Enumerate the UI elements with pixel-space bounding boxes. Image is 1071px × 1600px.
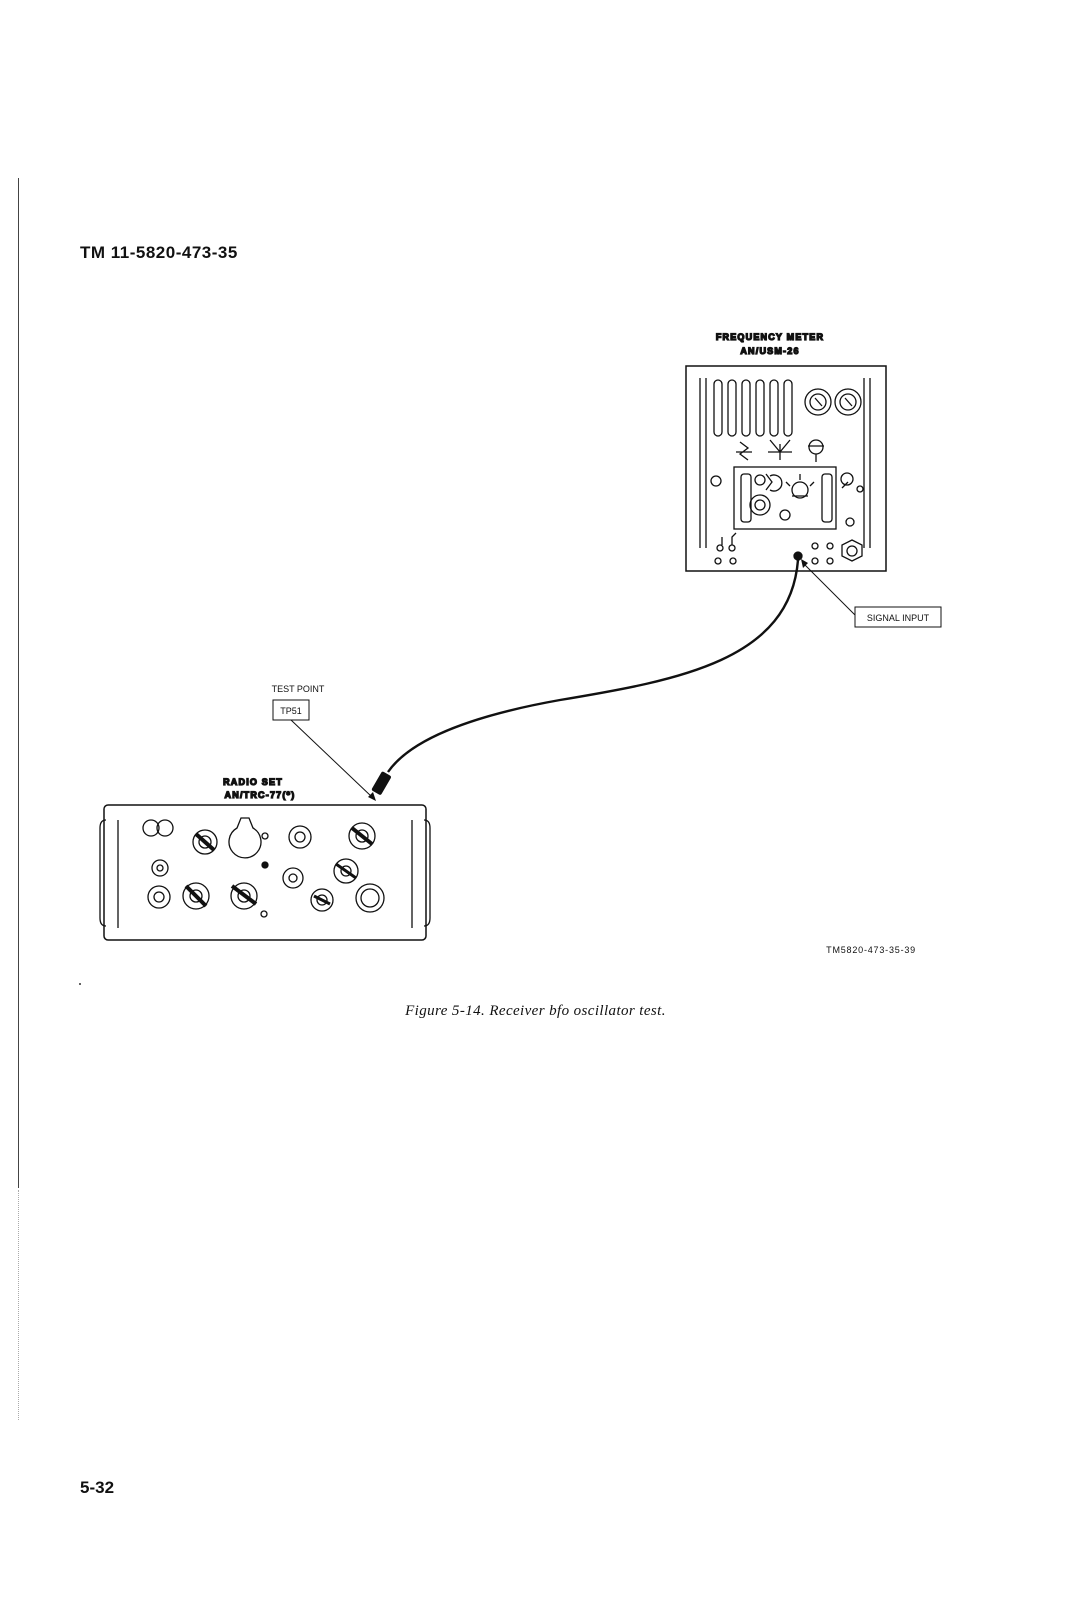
frequency-meter-model: AN/USM-26 [740, 346, 799, 356]
document-id-header: TM 11-5820-473-35 [80, 243, 238, 262]
radio-knob-icon [348, 822, 376, 850]
frequency-meter-label: FREQUENCY METER [716, 332, 824, 342]
meter-dial-icon [804, 388, 862, 416]
page-number: 5-32 [80, 1478, 115, 1497]
meter-knobs-icon [736, 439, 824, 462]
frequency-meter: FREQUENCY METER AN/USM-26 [685, 331, 887, 572]
signal-input-jack [793, 551, 803, 561]
test-cable [387, 559, 800, 773]
signal-input-label: SIGNAL INPUT [867, 613, 930, 623]
test-point-id: TP51 [280, 706, 302, 716]
figure-code: TM5820-473-35-39 [826, 945, 916, 955]
test-point-callout: TEST POINT TP51 [272, 684, 376, 801]
cable-probe [371, 771, 391, 795]
tuning-knob-icon [765, 473, 783, 492]
margin-rule-dotted [18, 1190, 20, 1420]
radio-set-model: AN/TRC-77(*) [225, 790, 296, 800]
radio-knob-icon [192, 829, 218, 855]
scan-speck [79, 983, 81, 985]
indicator-lamp [228, 817, 262, 859]
figure-caption: Figure 5-14. Receiver bfo oscillator tes… [405, 1003, 666, 1019]
radio-knob-icon [182, 882, 210, 910]
meter-slots [713, 379, 793, 437]
radio-set-label: RADIO SET [223, 777, 283, 787]
radio-knob-icon [230, 882, 258, 910]
margin-rule [18, 178, 19, 1188]
test-point-label: TEST POINT [272, 684, 325, 694]
signal-input-callout: SIGNAL INPUT [801, 559, 942, 628]
radio-set: RADIO SET AN/TRC-77(*) [99, 776, 431, 941]
